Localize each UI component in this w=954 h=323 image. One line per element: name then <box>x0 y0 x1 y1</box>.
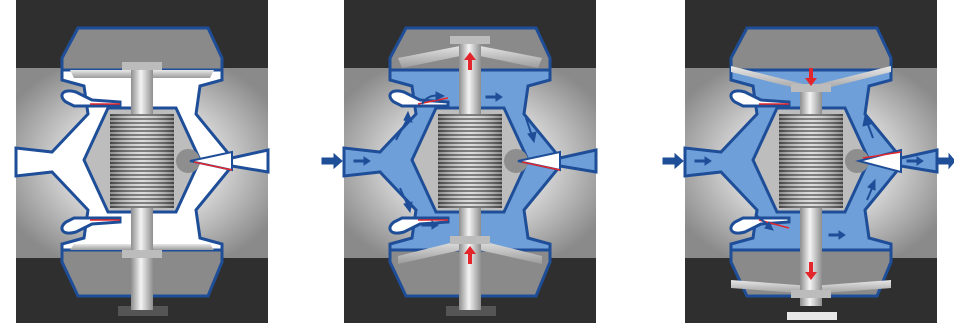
rod-collar-bottom <box>122 250 162 258</box>
rod-collar-top <box>450 36 490 44</box>
rod-collar-bottom <box>450 236 490 244</box>
flow-arrow-inlet-outer <box>322 154 342 168</box>
flow-arrow-inlet-outer <box>663 154 683 168</box>
rod-collar-bottom <box>791 290 831 298</box>
flow-arrow-outlet-outer <box>939 154 954 168</box>
panel-1-idle <box>16 0 268 323</box>
panel-3-discharge <box>663 0 954 323</box>
panel-2-intake <box>322 0 596 323</box>
rod-collar-top <box>122 62 162 70</box>
base-plate <box>787 312 837 320</box>
top-cap <box>731 28 891 70</box>
